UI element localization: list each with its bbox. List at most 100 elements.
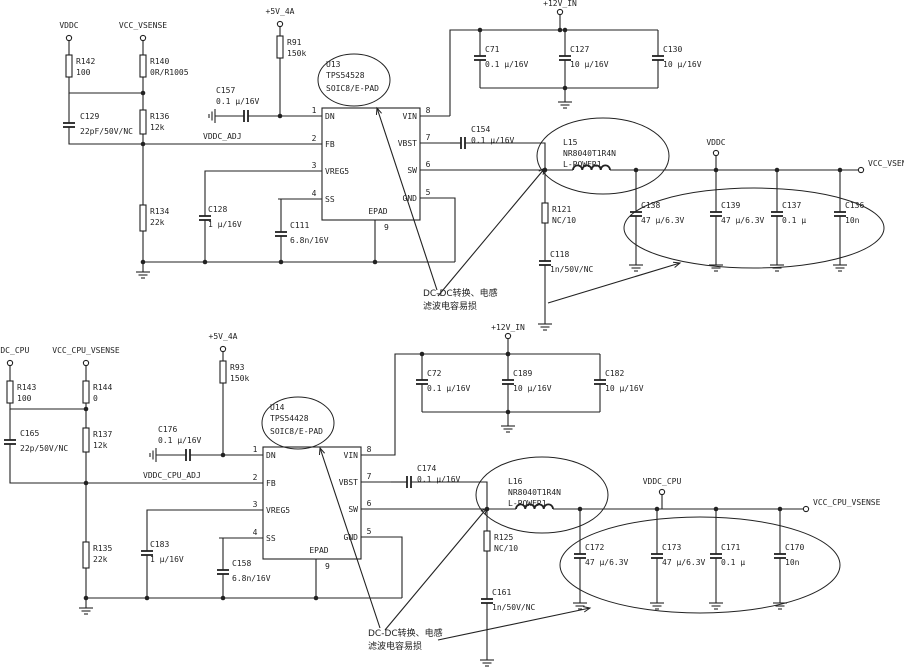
capacitor-value: 22p/50V/NC bbox=[20, 444, 68, 453]
capacitor-c_out1: C138 47 μ/6.3V bbox=[630, 201, 685, 225]
junction-dot bbox=[83, 406, 89, 412]
capacitor-ref: C189 bbox=[513, 369, 532, 378]
capacitor-ref: C158 bbox=[232, 559, 251, 568]
ic-pin-name: SS bbox=[325, 195, 335, 204]
ic-pin-number: 4 bbox=[312, 189, 317, 198]
arrow-head bbox=[583, 606, 592, 613]
ic-pin-number: 3 bbox=[253, 500, 258, 509]
resistor-r_top: R142 100 bbox=[65, 54, 95, 78]
capacitor-c_ff: C129 22pF/50V/NC bbox=[63, 112, 133, 136]
resistor-ref: R134 bbox=[150, 207, 169, 216]
capacitor-ref: C172 bbox=[585, 543, 604, 552]
wire bbox=[450, 197, 456, 262]
ic-pin-number: 9 bbox=[384, 223, 389, 232]
arrow-head bbox=[538, 167, 546, 175]
net-terminal bbox=[556, 8, 564, 16]
capacitor-value: 47 μ/6.3V bbox=[662, 558, 706, 567]
capacitor-ref: C176 bbox=[158, 425, 177, 434]
resistor-body bbox=[139, 109, 147, 135]
inductor-name: L-POWER1 bbox=[508, 499, 547, 508]
capacitor-value: 47 μ/6.3V bbox=[641, 216, 685, 225]
capacitor-value: 47 μ/6.3V bbox=[585, 558, 629, 567]
wire bbox=[391, 353, 600, 456]
ic-pin-name: VBST bbox=[339, 478, 358, 487]
note-line-1: DC-DC转换、电感 bbox=[423, 287, 498, 299]
net-terminal bbox=[6, 359, 14, 367]
net-terminal bbox=[219, 345, 227, 353]
ground-icon bbox=[79, 607, 93, 615]
net-terminal bbox=[504, 332, 512, 340]
capacitor-ref: C137 bbox=[782, 201, 801, 210]
wire bbox=[465, 142, 546, 170]
rail-label: VCC_CPU_VSENSE bbox=[52, 346, 120, 355]
ic-package: SOIC8/E-PAD bbox=[270, 427, 323, 436]
ground-icon bbox=[709, 264, 723, 272]
capacitor-value: 0.1 μ/16V bbox=[485, 60, 529, 69]
resistor-ref: R91 bbox=[287, 38, 302, 47]
capacitor-ref: C171 bbox=[721, 543, 740, 552]
arrow-head bbox=[318, 446, 326, 456]
resistor-ref: R137 bbox=[93, 430, 112, 439]
resistor-value: 100 bbox=[76, 68, 91, 77]
resistor-body bbox=[483, 530, 491, 552]
capacitor-ref: C136 bbox=[845, 201, 864, 210]
junction-dot bbox=[140, 259, 146, 265]
capacitor-value: 10n bbox=[845, 216, 860, 225]
note-line-1: DC-DC转换、电感 bbox=[368, 627, 443, 639]
ic-pin-name: DN bbox=[266, 451, 276, 460]
resistor-ref: R142 bbox=[76, 57, 95, 66]
resistor-ref: R125 bbox=[494, 533, 513, 542]
capacitor-ref: C138 bbox=[641, 201, 660, 210]
resistor-value: 0 bbox=[93, 394, 98, 403]
capacitor-ref: C154 bbox=[471, 125, 490, 134]
feedback-net-label: VDDC_CPU_ADJ bbox=[143, 471, 201, 480]
resistor-value: 12k bbox=[150, 123, 165, 132]
ground-icon bbox=[709, 602, 723, 610]
ic-pin-name: DN bbox=[325, 112, 335, 121]
ground-icon bbox=[629, 264, 643, 272]
ic-pin-number: 1 bbox=[253, 445, 258, 454]
inductor-callout-ellipse bbox=[536, 117, 670, 195]
arrow-head bbox=[480, 507, 488, 515]
resistor-ref: R136 bbox=[150, 112, 169, 121]
junction-dot bbox=[313, 595, 319, 601]
capacitor-ref: C129 bbox=[80, 112, 99, 121]
resistor-ref: R135 bbox=[93, 544, 112, 553]
capacitor-value: 47 μ/6.3V bbox=[721, 216, 765, 225]
ground-icon bbox=[833, 264, 847, 272]
junction-dot bbox=[140, 141, 146, 147]
inductor-value: NR8040T1R4N bbox=[508, 488, 561, 497]
wire bbox=[9, 444, 219, 484]
net-terminal bbox=[65, 34, 73, 42]
wire bbox=[204, 170, 278, 216]
output-caps-callout-ellipse bbox=[623, 187, 885, 269]
capacitor-value: 22pF/50V/NC bbox=[80, 127, 133, 136]
rail-label: VDDC_CPU bbox=[643, 477, 682, 486]
resistor-ref: R140 bbox=[150, 57, 169, 66]
net-terminal bbox=[857, 166, 865, 174]
ic-pin-name: VBST bbox=[398, 139, 417, 148]
ic-pin-number: 7 bbox=[367, 472, 372, 481]
rail-label: VCC_VSENSE bbox=[119, 21, 167, 30]
resistor-ref: R144 bbox=[93, 383, 112, 392]
capacitor-value: 10 μ/16V bbox=[570, 60, 609, 69]
ic-callout-ellipse bbox=[261, 396, 335, 450]
ic-ref: U13 bbox=[326, 60, 341, 69]
